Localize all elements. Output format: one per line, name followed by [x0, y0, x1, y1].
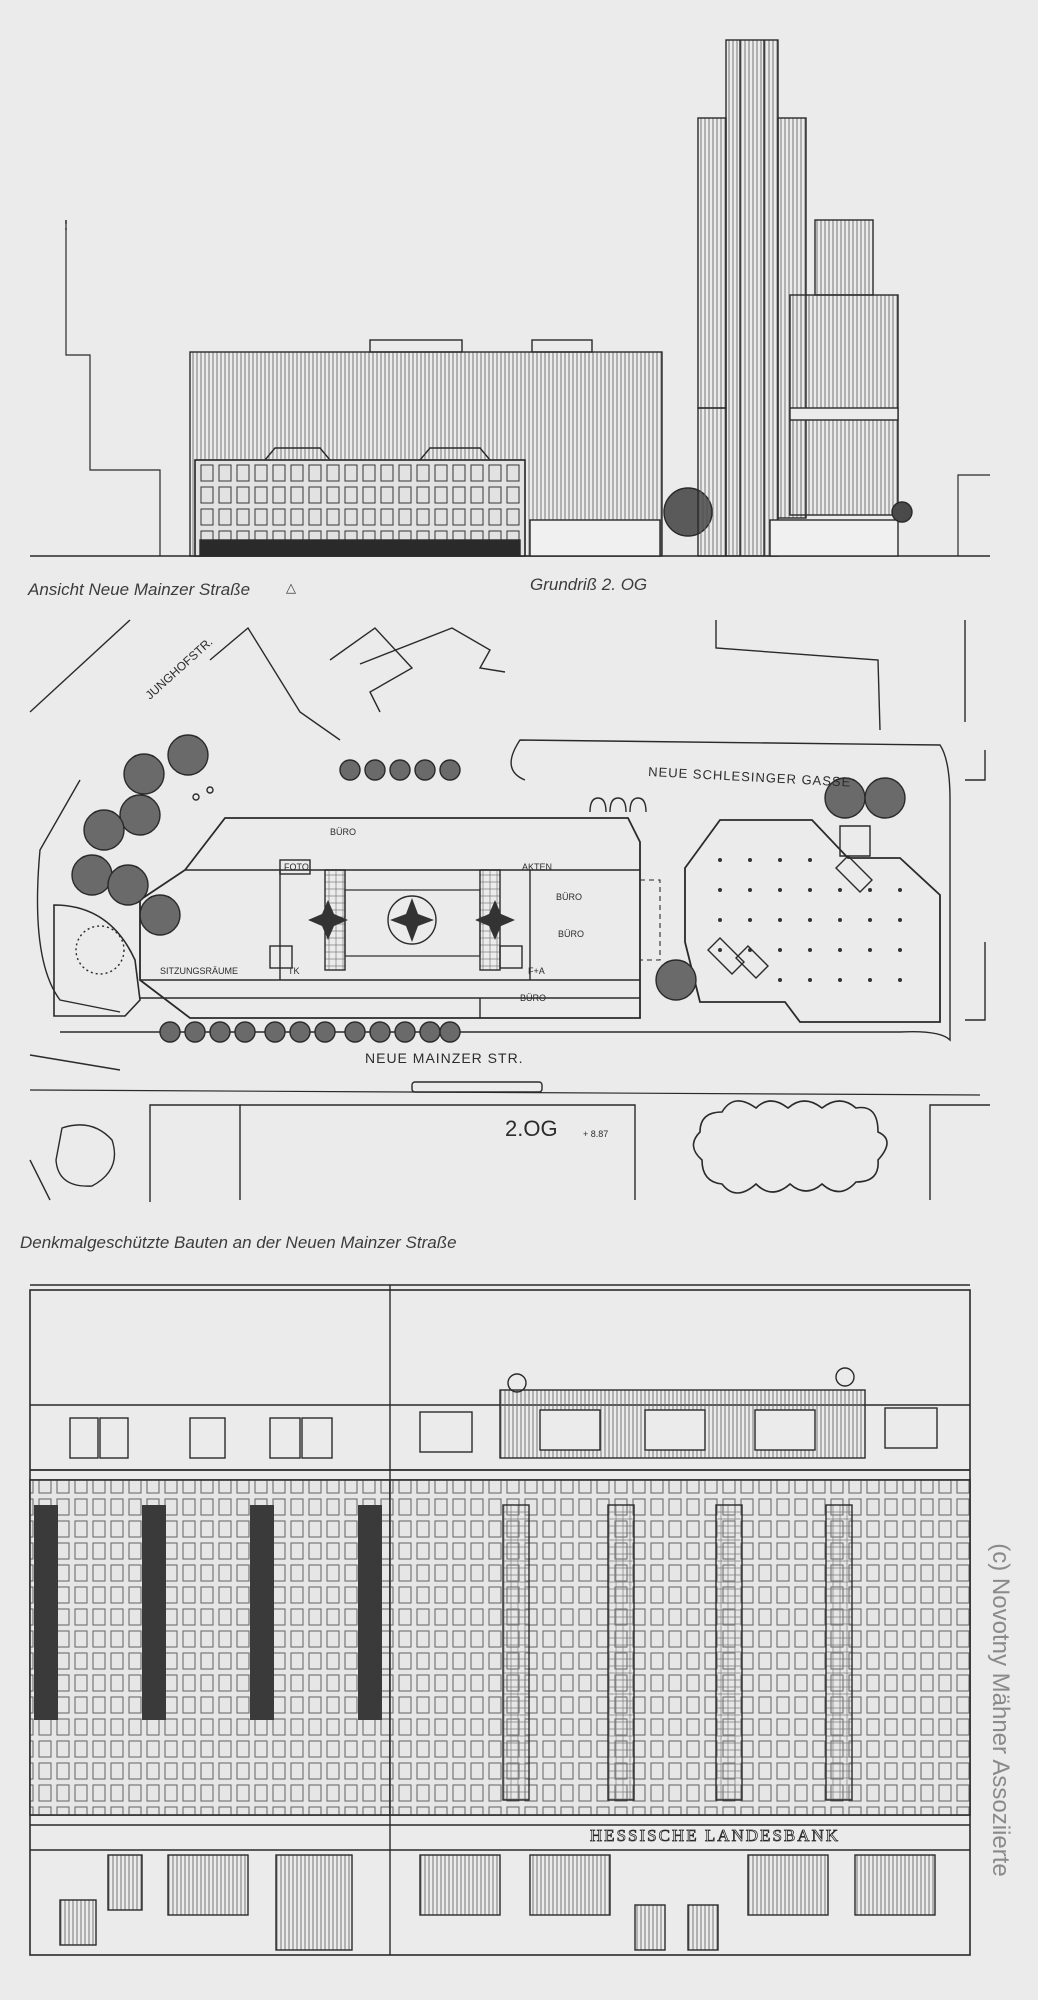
- room-label-sitzung: SITZUNGSRÄUME: [160, 966, 238, 976]
- plan-trees: [71, 734, 906, 1043]
- heritage-facade: [29, 1284, 971, 1956]
- building-footprint: [53, 817, 661, 1019]
- tower-footprint: [684, 819, 941, 1023]
- right-pilasters: [502, 1504, 853, 1801]
- triangle-icon: △: [286, 580, 296, 595]
- low-building: [189, 339, 663, 557]
- room-label-foto: FOTO: [284, 862, 309, 872]
- room-label-fa: F+A: [528, 966, 545, 976]
- facade-sign: HESSISCHE LANDESBANK: [590, 1826, 840, 1845]
- room-label-buro-4: BÜRO: [520, 993, 546, 1003]
- copyright-credit: (c) Novotny Mähner Assoziierte: [987, 1543, 1014, 1877]
- caption-plan-title: Grundriß 2. OG: [530, 575, 648, 594]
- tower-columns: [718, 858, 902, 982]
- room-label-tk: TK: [288, 966, 300, 976]
- street-label-schlesinger: NEUE SCHLESINGER GASSE: [648, 764, 852, 790]
- tower: [697, 39, 913, 557]
- date-label: + 8.87: [583, 1129, 608, 1139]
- room-label-akten: AKTEN: [522, 862, 552, 872]
- caption-elevation: Ansicht Neue Mainzer Straße: [28, 580, 251, 599]
- neighbour-outline-right: [957, 474, 990, 556]
- caption-heritage: Denkmalgeschützte Bauten an der Neuen Ma…: [20, 1233, 457, 1252]
- left-columns: [34, 1505, 382, 1720]
- roundabout: [55, 1124, 116, 1187]
- room-label-buro-3: BÜRO: [558, 929, 584, 939]
- attic-windows-left: [69, 1407, 938, 1459]
- site-plan: [29, 619, 990, 1202]
- crossing: [411, 1081, 543, 1093]
- floor-label: 2.OG: [505, 1116, 558, 1141]
- street-label-junghof: JUNGHOFSTR.: [143, 635, 216, 703]
- planter-cloud: [692, 1100, 888, 1194]
- block-line: [29, 619, 131, 713]
- ground-floor: [59, 1854, 936, 1951]
- room-label-buro: BÜRO: [330, 827, 356, 837]
- street-elevation: [30, 39, 990, 557]
- neighbour-outline-left: [65, 220, 161, 556]
- room-label-buro-2: BÜRO: [556, 892, 582, 902]
- street-label-mainzer: NEUE MAINZER STR.: [365, 1050, 524, 1066]
